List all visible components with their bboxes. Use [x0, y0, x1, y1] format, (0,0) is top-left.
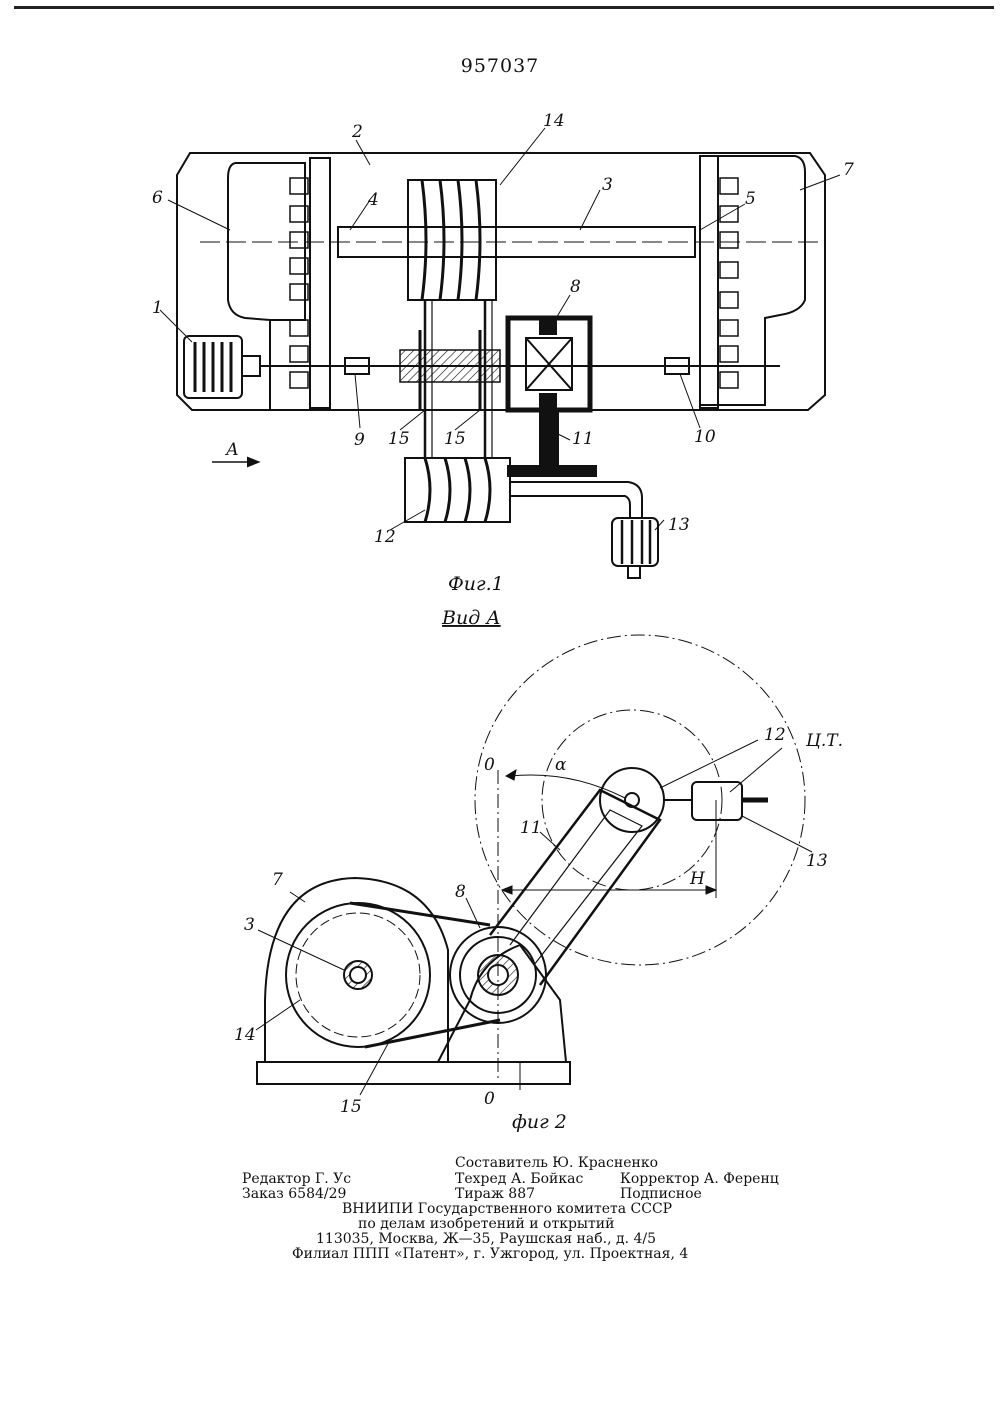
fig1-label-15a: 15: [388, 429, 410, 449]
fig2-caption: фиг 2: [512, 1111, 567, 1133]
arm-11: [540, 410, 558, 470]
fig2-label-0-top: 0: [484, 755, 495, 775]
fig2-label-12: 12: [764, 725, 786, 745]
fig1-label-6: 6: [152, 188, 163, 208]
fig1-label-5: 5: [745, 189, 756, 209]
imprint-address: 113035, Москва, Ж—35, Раушская наб., д. …: [316, 1231, 656, 1247]
fig2-label-13: 13: [806, 851, 828, 871]
belt-15-bottom: [365, 1020, 500, 1047]
belt-15-top: [350, 903, 490, 925]
fig2-label-8: 8: [455, 882, 466, 902]
left-housing: [228, 163, 305, 410]
figure-2: [256, 635, 812, 1095]
fig1-arrow-a: А: [225, 440, 239, 460]
fig2-label-7: 7: [272, 870, 283, 890]
fig1-label-12: 12: [374, 527, 396, 547]
fig1-label-7: 7: [843, 160, 854, 180]
fig1-label-2: 2: [351, 122, 363, 142]
imprint-editor: Редактор Г. Ус: [242, 1171, 351, 1187]
fig1-label-1: 1: [152, 298, 163, 318]
arm-11: [490, 790, 660, 985]
fig1-label-3: 3: [602, 175, 613, 195]
drum-14-coils: [422, 180, 480, 300]
fig1-label-8: 8: [570, 277, 581, 297]
fig2-label-alpha: α: [555, 755, 567, 775]
fig1-label-10: 10: [694, 427, 716, 447]
view-a-label: Вид А: [441, 607, 501, 629]
imprint-org2: по делам изобретений и открытий: [358, 1216, 614, 1232]
fig1-caption: Фиг.1: [448, 573, 504, 595]
fig2-label-0-bottom: 0: [484, 1089, 495, 1109]
fig1-label-15b: 15: [444, 429, 466, 449]
imprint-techeditor: Техред А. Бойкас: [455, 1171, 583, 1187]
fig2-label-ct: Ц.Т.: [805, 731, 843, 751]
fig2-label-3: 3: [244, 915, 255, 935]
fig2-label-14: 14: [234, 1025, 256, 1045]
base: [257, 1062, 570, 1084]
left-plate: [310, 158, 330, 408]
imprint-compiler: Составитель Ю. Красненко: [455, 1155, 658, 1171]
fig2-label-h: H: [689, 869, 706, 889]
pulley-12: [600, 768, 664, 832]
swing-circle-inner: [542, 710, 722, 890]
imprint-order: Заказ 6584/29: [242, 1186, 346, 1202]
drum-14: [408, 180, 496, 300]
right-plate: [700, 156, 718, 408]
fig1-label-11: 11: [572, 429, 594, 449]
fig1-label-13: 13: [668, 515, 690, 535]
imprint-subscription: Подписное: [620, 1186, 702, 1202]
fig1-label-4: 4: [367, 190, 379, 210]
fig2-label-15: 15: [340, 1097, 362, 1117]
imprint-org1: ВНИИПИ Государственного комитета СССР: [342, 1201, 672, 1217]
fig2-label-11: 11: [520, 818, 542, 838]
imprint-branch: Филиал ППП «Патент», г. Ужгород, ул. Про…: [292, 1246, 688, 1262]
figure-1: [160, 128, 840, 578]
fig1-label-14: 14: [543, 111, 565, 131]
imprint-circulation: Тираж 887: [455, 1186, 535, 1202]
imprint-corrector: Корректор А. Ференц: [620, 1171, 779, 1187]
fig1-label-9: 9: [354, 430, 365, 450]
